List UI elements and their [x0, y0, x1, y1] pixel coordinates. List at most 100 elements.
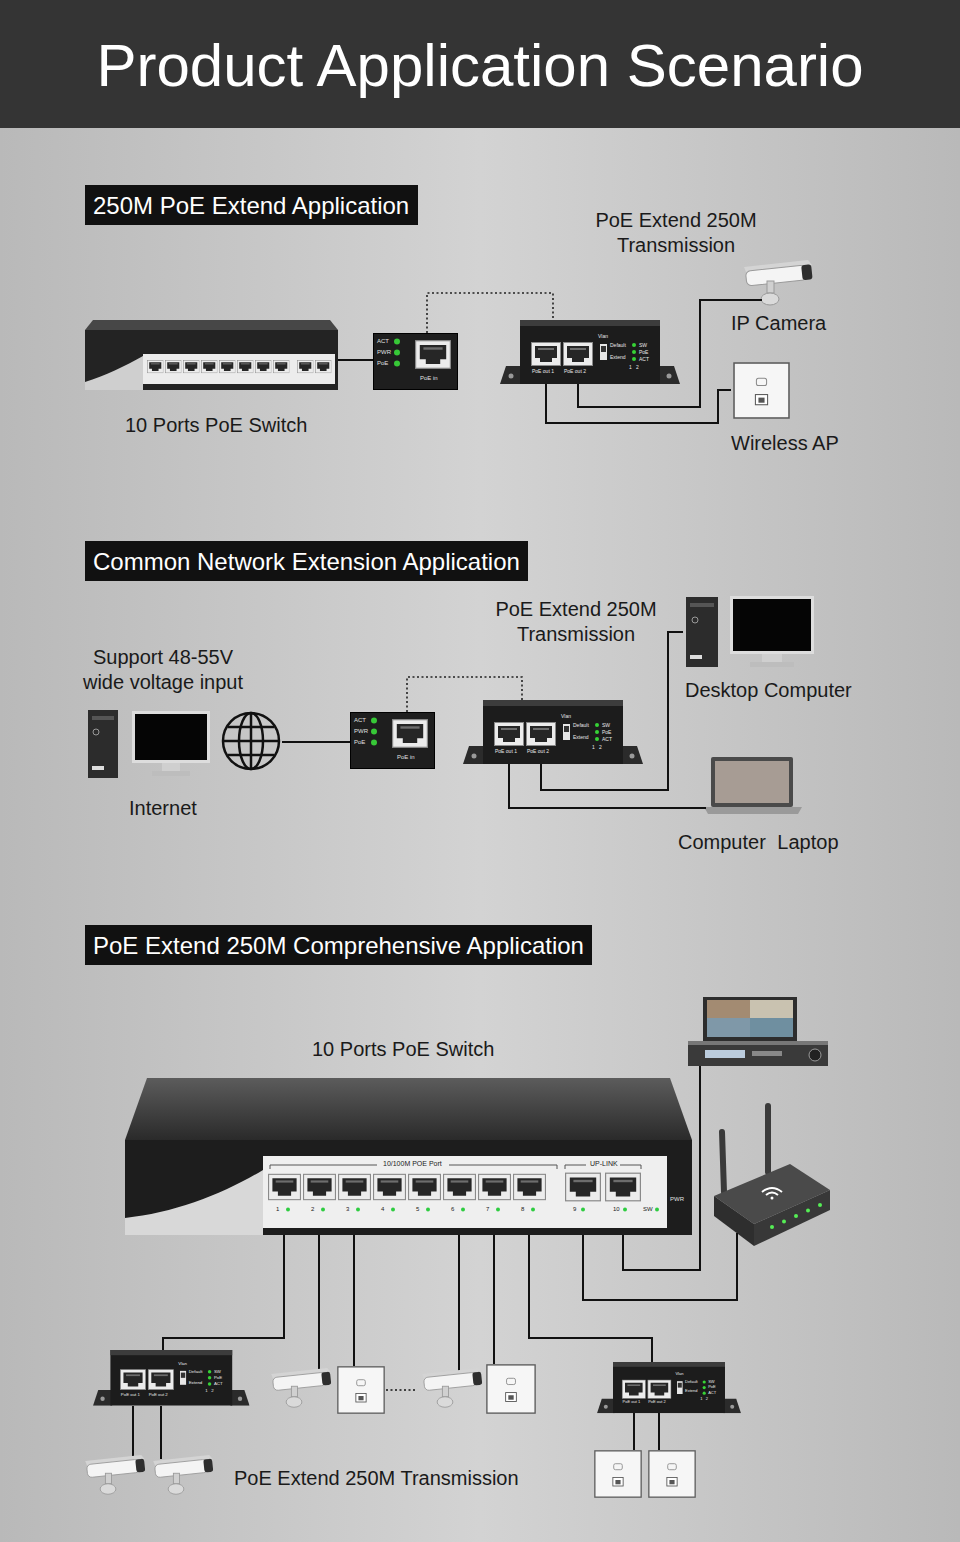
wireless-router [714, 1106, 830, 1246]
ten-port-poe-switch-body [514, 1174, 546, 1199]
section-three-devices [649, 1451, 695, 1497]
panel-label: Default [189, 1369, 203, 1374]
ten-port-poe-switch-body [606, 1173, 641, 1201]
section-two-devices [715, 761, 789, 803]
device-label: Computer Laptop [678, 830, 839, 854]
wireless-router [770, 1225, 774, 1229]
port-number: 1 [276, 1206, 279, 1213]
cable-connector [427, 293, 553, 333]
cable-connector [407, 677, 522, 712]
section-heading: 250M PoE Extend Application [93, 192, 409, 221]
wireless-router [762, 1188, 782, 1192]
panel-label: PWR [377, 349, 391, 356]
panel-label: Extend [610, 354, 626, 360]
ten-port-poe-switch-body [321, 1208, 325, 1212]
panel-label: SW [214, 1369, 221, 1374]
device-with-label: IP Camera [731, 258, 835, 338]
panel-label: 1 [592, 744, 595, 750]
section-one-devices [374, 334, 458, 390]
section-two-devices [351, 713, 435, 769]
ten-port-poe-switch-body [655, 1208, 659, 1212]
section-three-devices [271, 1368, 331, 1407]
nvr-recorder [703, 997, 797, 1041]
device-label: IP Camera [731, 311, 826, 335]
panel-label: Default [610, 342, 626, 348]
section-two-devices [730, 596, 814, 654]
nvr-recorder [750, 1018, 793, 1037]
ten-port-poe-switch-body [623, 1208, 627, 1212]
device-with-label: Internet [86, 708, 282, 821]
panel-label: 2 [706, 1397, 708, 1402]
panel-label: PoE out 2 [648, 1400, 666, 1405]
section-one-devices [85, 320, 338, 390]
device-with-label: Desktop Computer [683, 594, 858, 706]
ten-port-poe-switch-body [391, 1208, 395, 1212]
ten-port-poe-switch-body [356, 1208, 360, 1212]
panel-label: PoE out 1 [495, 748, 517, 754]
cable-wire [160, 1406, 162, 1459]
section-three-devices [338, 1367, 384, 1413]
port-number: 4 [381, 1206, 384, 1213]
panel-label: 10/100M POE Port [383, 1160, 442, 1168]
panel-label: Vlan [178, 1361, 187, 1366]
cable-connector [282, 741, 350, 743]
page-title: Product Application Scenario [0, 36, 960, 96]
cable-wire [353, 1235, 355, 1366]
panel-label: ACT [708, 1391, 716, 1396]
port-number: 6 [451, 1206, 454, 1213]
section-two-devices [88, 596, 814, 814]
ten-port-poe-switch-body [461, 1208, 465, 1212]
section-two-devices [692, 617, 698, 623]
section-two-devices [463, 700, 643, 764]
ten-port-poe-switch-body [531, 1208, 535, 1212]
cable-connector [338, 359, 373, 361]
cable-connector [578, 300, 731, 407]
poe-extender: PoE out 1PoE out 2VlanDefaultExtendSWPoE… [463, 700, 643, 764]
panel-label: PWR [670, 1196, 684, 1203]
section-heading: Common Network Extension Application [93, 548, 520, 577]
panel-label: PoE out 1 [532, 368, 554, 374]
section-two-devices [92, 766, 104, 770]
port-number: 3 [346, 1206, 349, 1213]
nvr-recorder [750, 1000, 793, 1018]
port-number: 10 [613, 1206, 620, 1213]
panel-label: PoE out 1 [623, 1400, 641, 1405]
panel-label: PoE [602, 729, 611, 735]
ten-port-poe-switch-body [339, 1174, 371, 1199]
poe-switch: 10 Ports PoE Switch10/100M POE PortUP-LI… [125, 1035, 692, 1235]
cable-wire [633, 1413, 635, 1450]
ten-port-poe-switch-body [409, 1174, 441, 1199]
ten-port-poe-switch-body [125, 1170, 263, 1235]
section-two-devices [228, 727, 274, 755]
section-one-devices [500, 320, 680, 384]
ten-port-poe-switch-body [566, 1173, 601, 1201]
caption-text: PoE Extend 250M Transmission [588, 208, 764, 258]
panel-label: PoE out 1 [121, 1392, 140, 1397]
panel-label: PoE out 2 [527, 748, 549, 754]
ten-port-poe-switch-body [286, 1208, 290, 1212]
cable-wire [658, 1413, 660, 1450]
panel-label: Default [685, 1380, 698, 1385]
cable-wire [386, 1389, 417, 1391]
panel-label: Vlan [675, 1372, 683, 1377]
wireless-router [806, 1209, 810, 1213]
poe-injector: ACTPWRPoEPoE in [350, 712, 435, 769]
section-one-devices [734, 363, 789, 418]
cable-connector [509, 764, 676, 808]
section-two-devices [733, 599, 811, 651]
section-two-devices [223, 713, 279, 769]
section-two-devices [223, 713, 279, 769]
ten-port-poe-switch-body [479, 1174, 511, 1199]
section-two-devices [690, 603, 714, 607]
panel-label: ACT [214, 1381, 223, 1386]
section-two-devices [93, 729, 99, 735]
port-number: 5 [416, 1206, 419, 1213]
panel-label: Extend [685, 1389, 697, 1394]
panel-label: PoE out 2 [564, 368, 586, 374]
section-two-devices [223, 740, 279, 743]
ten-port-poe-switch-body [125, 1078, 692, 1235]
cable-connector [529, 1235, 652, 1362]
ten-port-poe-switch-body [304, 1174, 336, 1199]
